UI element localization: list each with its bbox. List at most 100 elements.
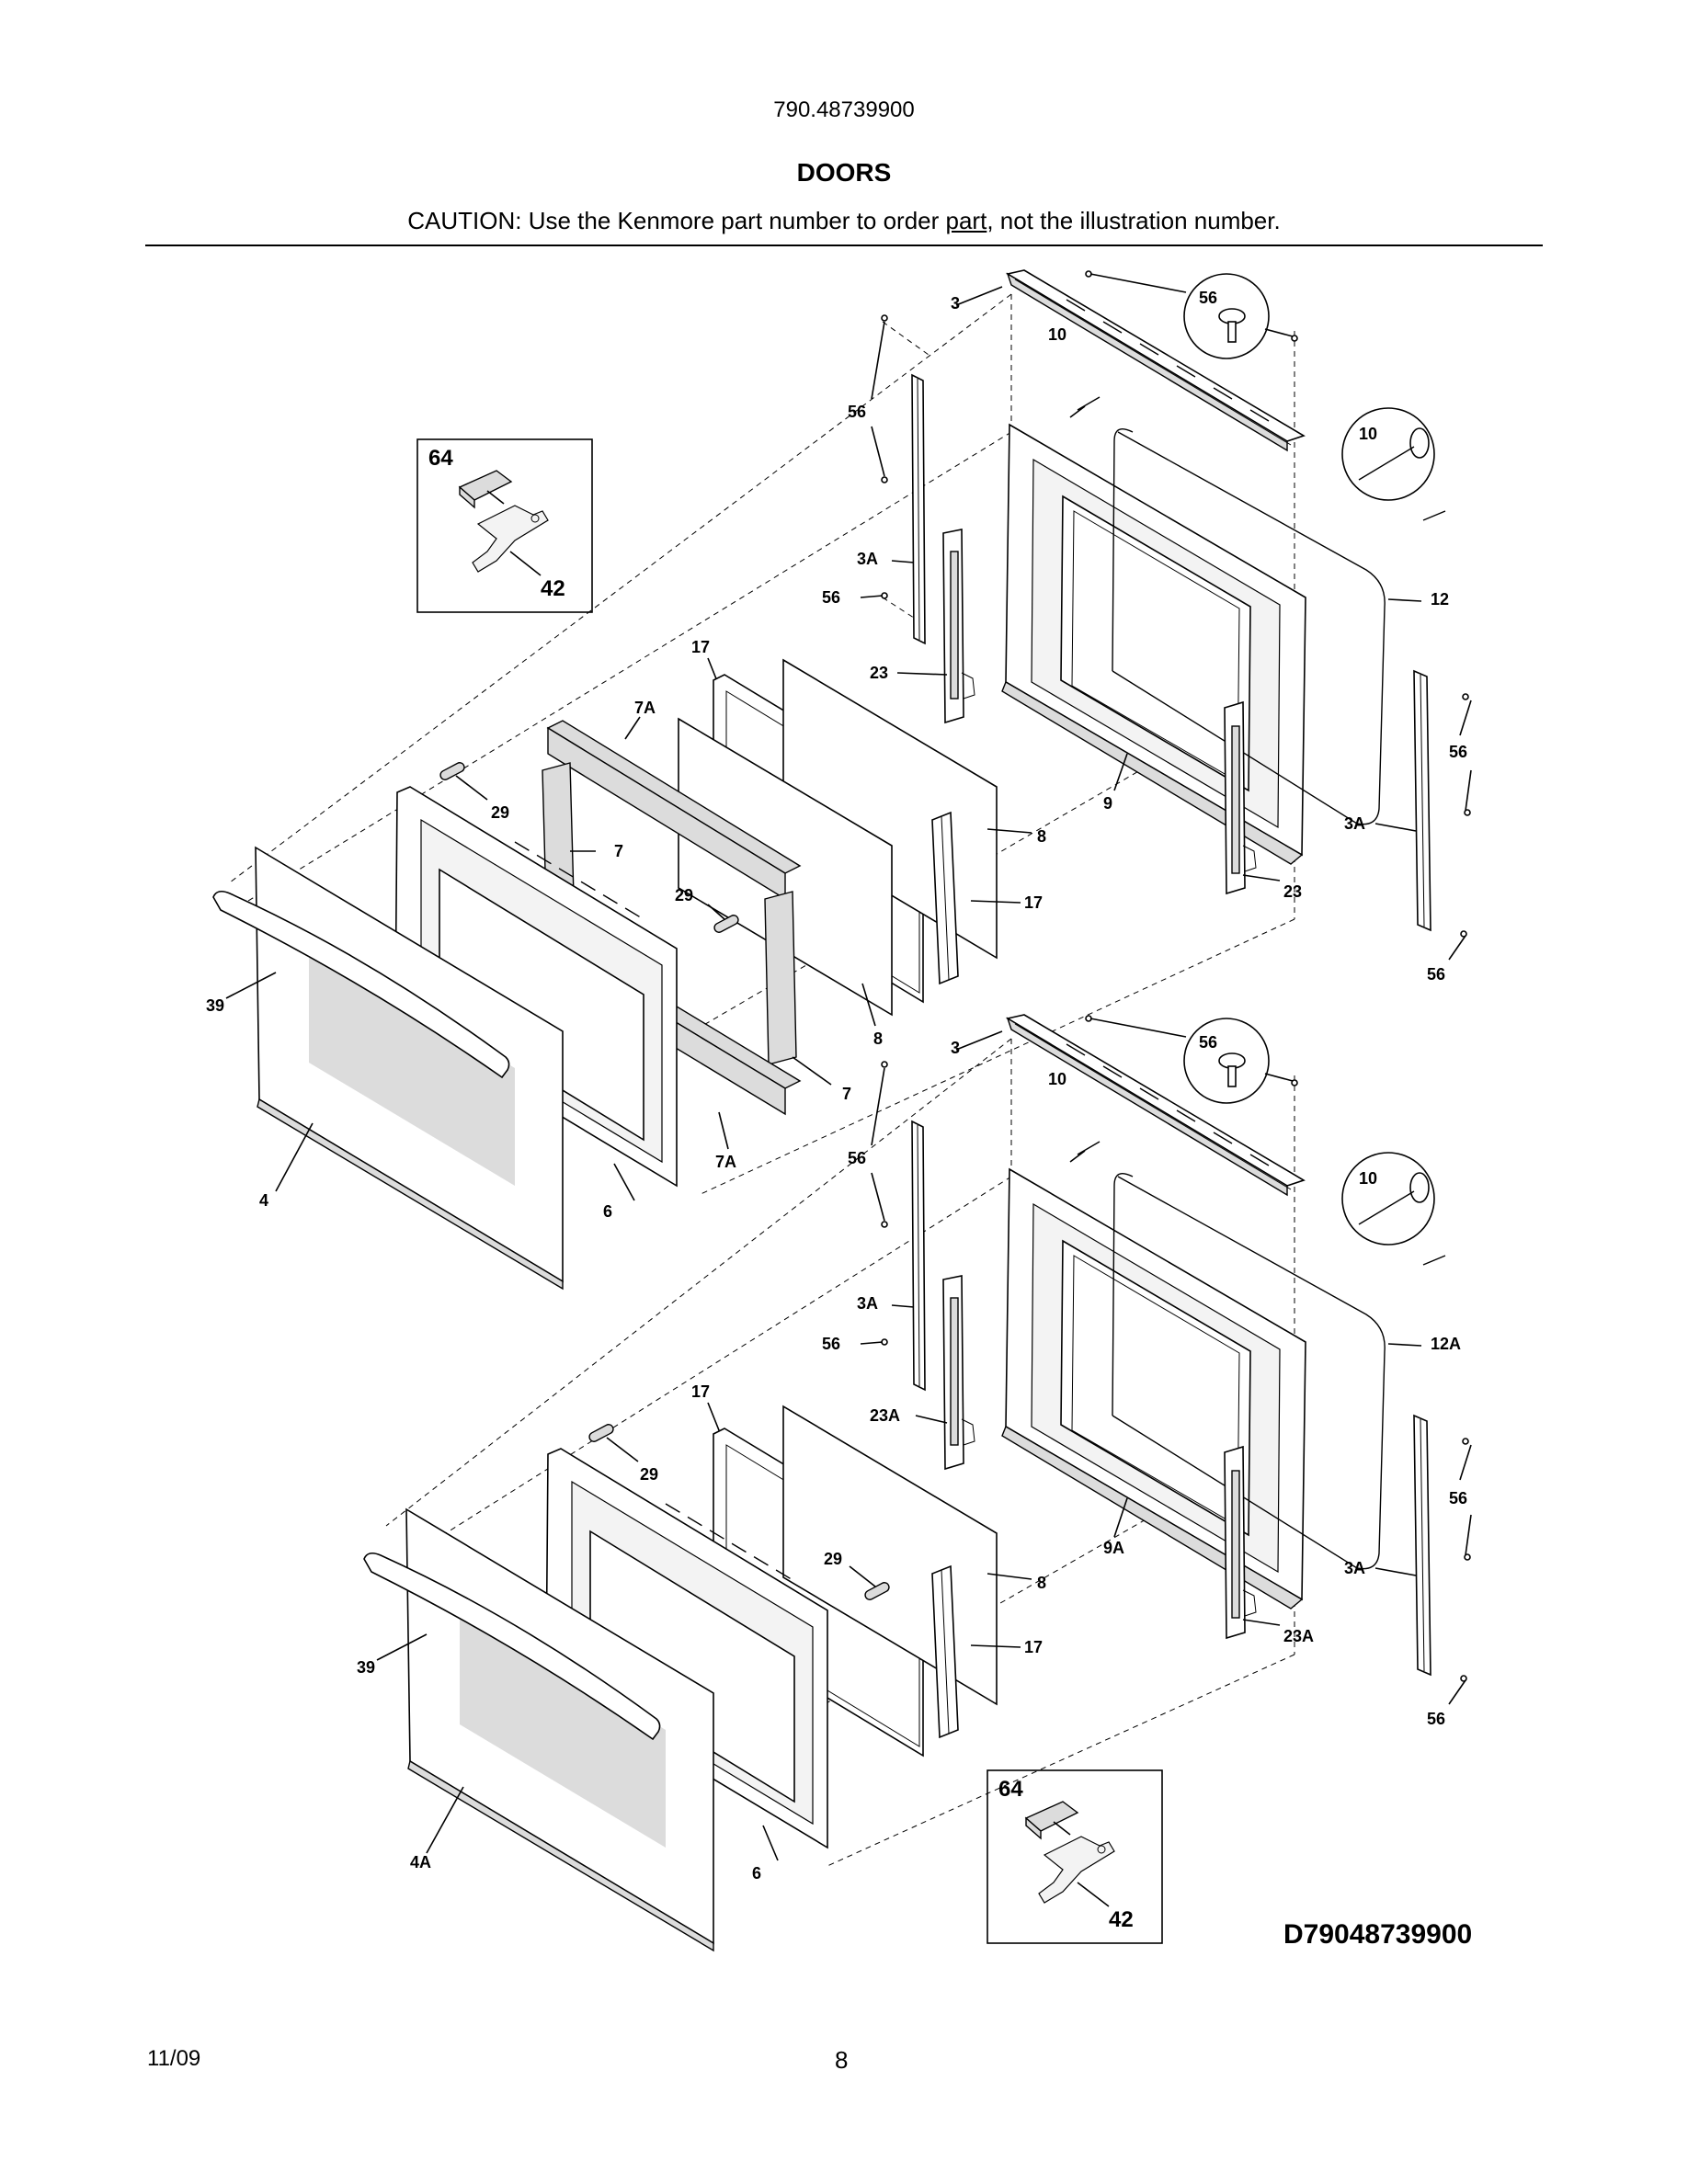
callout-23A-left-lower: 23A [870, 1406, 900, 1425]
callout-42-lower: 42 [1109, 1907, 1134, 1932]
lower-door-assembly: 3 56 10 10 56 3A 56 12A 17 23A 29 29 8 1… [357, 1014, 1472, 1952]
callout-56-detail-upper: 56 [1199, 289, 1217, 307]
callout-56-detail-lower: 56 [1199, 1033, 1217, 1052]
part-29-roller-top-lower [588, 1424, 614, 1442]
part-17-glass-frame-right-upper [931, 811, 959, 985]
callout-8-right-lower: 8 [1037, 1574, 1046, 1592]
callout-29-top-upper: 29 [491, 803, 509, 822]
part-42-bracket-lower [1038, 1836, 1115, 1904]
inset-box-upper: 64 42 [416, 438, 593, 613]
part-12-gasket-upper [1112, 431, 1386, 825]
callout-23A-right-lower: 23A [1283, 1627, 1314, 1645]
callout-39-upper: 39 [206, 996, 224, 1015]
callout-56-mid-lower: 56 [822, 1335, 840, 1353]
part-10-screw-upper [1077, 396, 1101, 411]
callout-3-upper: 3 [951, 294, 960, 313]
callout-3A-left-upper: 3A [857, 550, 878, 568]
callout-6-lower: 6 [752, 1864, 761, 1883]
callout-56-bottom-upper: 56 [1427, 965, 1445, 984]
callout-29-mid-upper: 29 [675, 886, 693, 904]
inner-door-liner-upper [1001, 423, 1306, 865]
part-3A-hinge-channel-left-lower [911, 1120, 926, 1392]
callout-23-left-upper: 23 [870, 664, 888, 682]
part-3-vent-trim-lower [1005, 1014, 1306, 1197]
part-3A-hinge-channel-right-upper [1413, 669, 1431, 932]
callout-39-lower: 39 [357, 1658, 375, 1677]
callout-64-lower: 64 [998, 1777, 1023, 1802]
detail-circle-10-lower [1341, 1152, 1435, 1246]
part-6-inner-door-panel-lower [545, 1448, 828, 1849]
part-10-screw-lower [1077, 1141, 1101, 1155]
callout-3A-right-lower: 3A [1344, 1559, 1365, 1577]
part-3-vent-trim-upper [1005, 269, 1306, 452]
header-divider [145, 245, 1543, 246]
callout-17-right-upper: 17 [1024, 893, 1043, 912]
footer-date: 11/09 [147, 2046, 201, 2071]
callout-7A-bottom-upper: 7A [715, 1153, 736, 1171]
callout-23-right-upper: 23 [1283, 882, 1302, 901]
diagram-code: D79048739900 [1283, 1919, 1473, 1950]
part-23A-hinge-left-lower [942, 1275, 975, 1471]
part-39-door-handle-lower [363, 1552, 661, 1741]
callout-56-right-upper: 56 [1449, 743, 1467, 761]
page-title: DOORS [796, 158, 892, 187]
callout-29-top-lower: 29 [640, 1465, 658, 1484]
part-29-roller-mid-upper [713, 915, 739, 933]
detail-circle-10-upper [1341, 407, 1435, 501]
part-12A-gasket-lower [1112, 1176, 1386, 1570]
callout-29-mid-lower: 29 [824, 1550, 842, 1568]
callout-6-upper: 6 [603, 1202, 612, 1221]
callout-7-top-upper: 7 [614, 842, 623, 860]
part-29-roller-top-upper [439, 762, 465, 780]
page-number: 8 [835, 2046, 849, 2074]
callout-10-detail-lower: 10 [1359, 1169, 1377, 1188]
caution-text-underlined: part [945, 207, 987, 234]
callout-17-top-lower: 17 [691, 1382, 710, 1401]
model-number: 790.48739900 [773, 97, 915, 122]
callout-56-mid-upper: 56 [822, 588, 840, 607]
callout-56-left-upper: 56 [848, 403, 866, 421]
callout-10-upper: 10 [1048, 325, 1066, 344]
callout-12A-lower: 12A [1431, 1335, 1461, 1353]
callout-3A-left-lower: 3A [857, 1294, 878, 1313]
caution-notice: CAUTION: Use the Kenmore part number to … [0, 207, 1688, 235]
callout-10-detail-upper: 10 [1359, 425, 1377, 443]
callout-9A-lower: 9A [1103, 1539, 1124, 1557]
callout-3-lower: 3 [951, 1039, 960, 1057]
callout-42-upper: 42 [541, 576, 565, 601]
callout-8-right-upper: 8 [1037, 827, 1046, 846]
upper-door-assembly: 3 56 10 10 56 3A 56 12 17 23 7A 29 7 29 … [206, 269, 1472, 1291]
callout-56-left-lower: 56 [848, 1149, 866, 1167]
part-4-outer-door-upper [212, 846, 564, 1291]
part-23-hinge-left-upper [942, 529, 975, 724]
callout-10-lower: 10 [1048, 1070, 1066, 1088]
callout-4A-lower: 4A [410, 1853, 431, 1871]
detail-circle-56-lower [1183, 1018, 1270, 1104]
caution-text-end: , not the illustration number. [987, 207, 1281, 234]
callout-3A-right-upper: 3A [1344, 814, 1365, 833]
callout-7A-top-upper: 7A [634, 699, 656, 717]
screw-56-group-lower [881, 1015, 1471, 1682]
part-17-glass-frame-right-lower [931, 1564, 959, 1739]
callout-4-upper: 4 [259, 1191, 268, 1210]
callout-12-upper: 12 [1431, 590, 1449, 609]
part-4A-outer-door-lower [363, 1507, 714, 1952]
caution-text-start: CAUTION: Use the Kenmore part number to … [407, 207, 946, 234]
part-42-bracket-upper [472, 505, 549, 573]
part-7-spacer-right-upper [764, 891, 797, 1065]
callout-17-right-lower: 17 [1024, 1638, 1043, 1656]
detail-circle-56-upper [1183, 273, 1270, 359]
callout-8-bottom-upper: 8 [873, 1029, 883, 1048]
part-39-door-handle-upper [212, 890, 510, 1079]
callout-56-bottom-lower: 56 [1427, 1710, 1445, 1728]
part-29-roller-mid-lower [864, 1582, 890, 1600]
part-23A-hinge-right-lower [1224, 1445, 1257, 1640]
screw-56-group-upper [881, 270, 1471, 938]
part-3A-hinge-channel-right-lower [1413, 1414, 1431, 1677]
part-3A-hinge-channel-left-upper [911, 373, 926, 645]
callout-7-bottom-upper: 7 [842, 1085, 851, 1103]
inset-box-lower: 64 42 [987, 1769, 1163, 1944]
part-23-hinge-right-upper [1224, 700, 1257, 895]
callout-56-right-lower: 56 [1449, 1489, 1467, 1507]
